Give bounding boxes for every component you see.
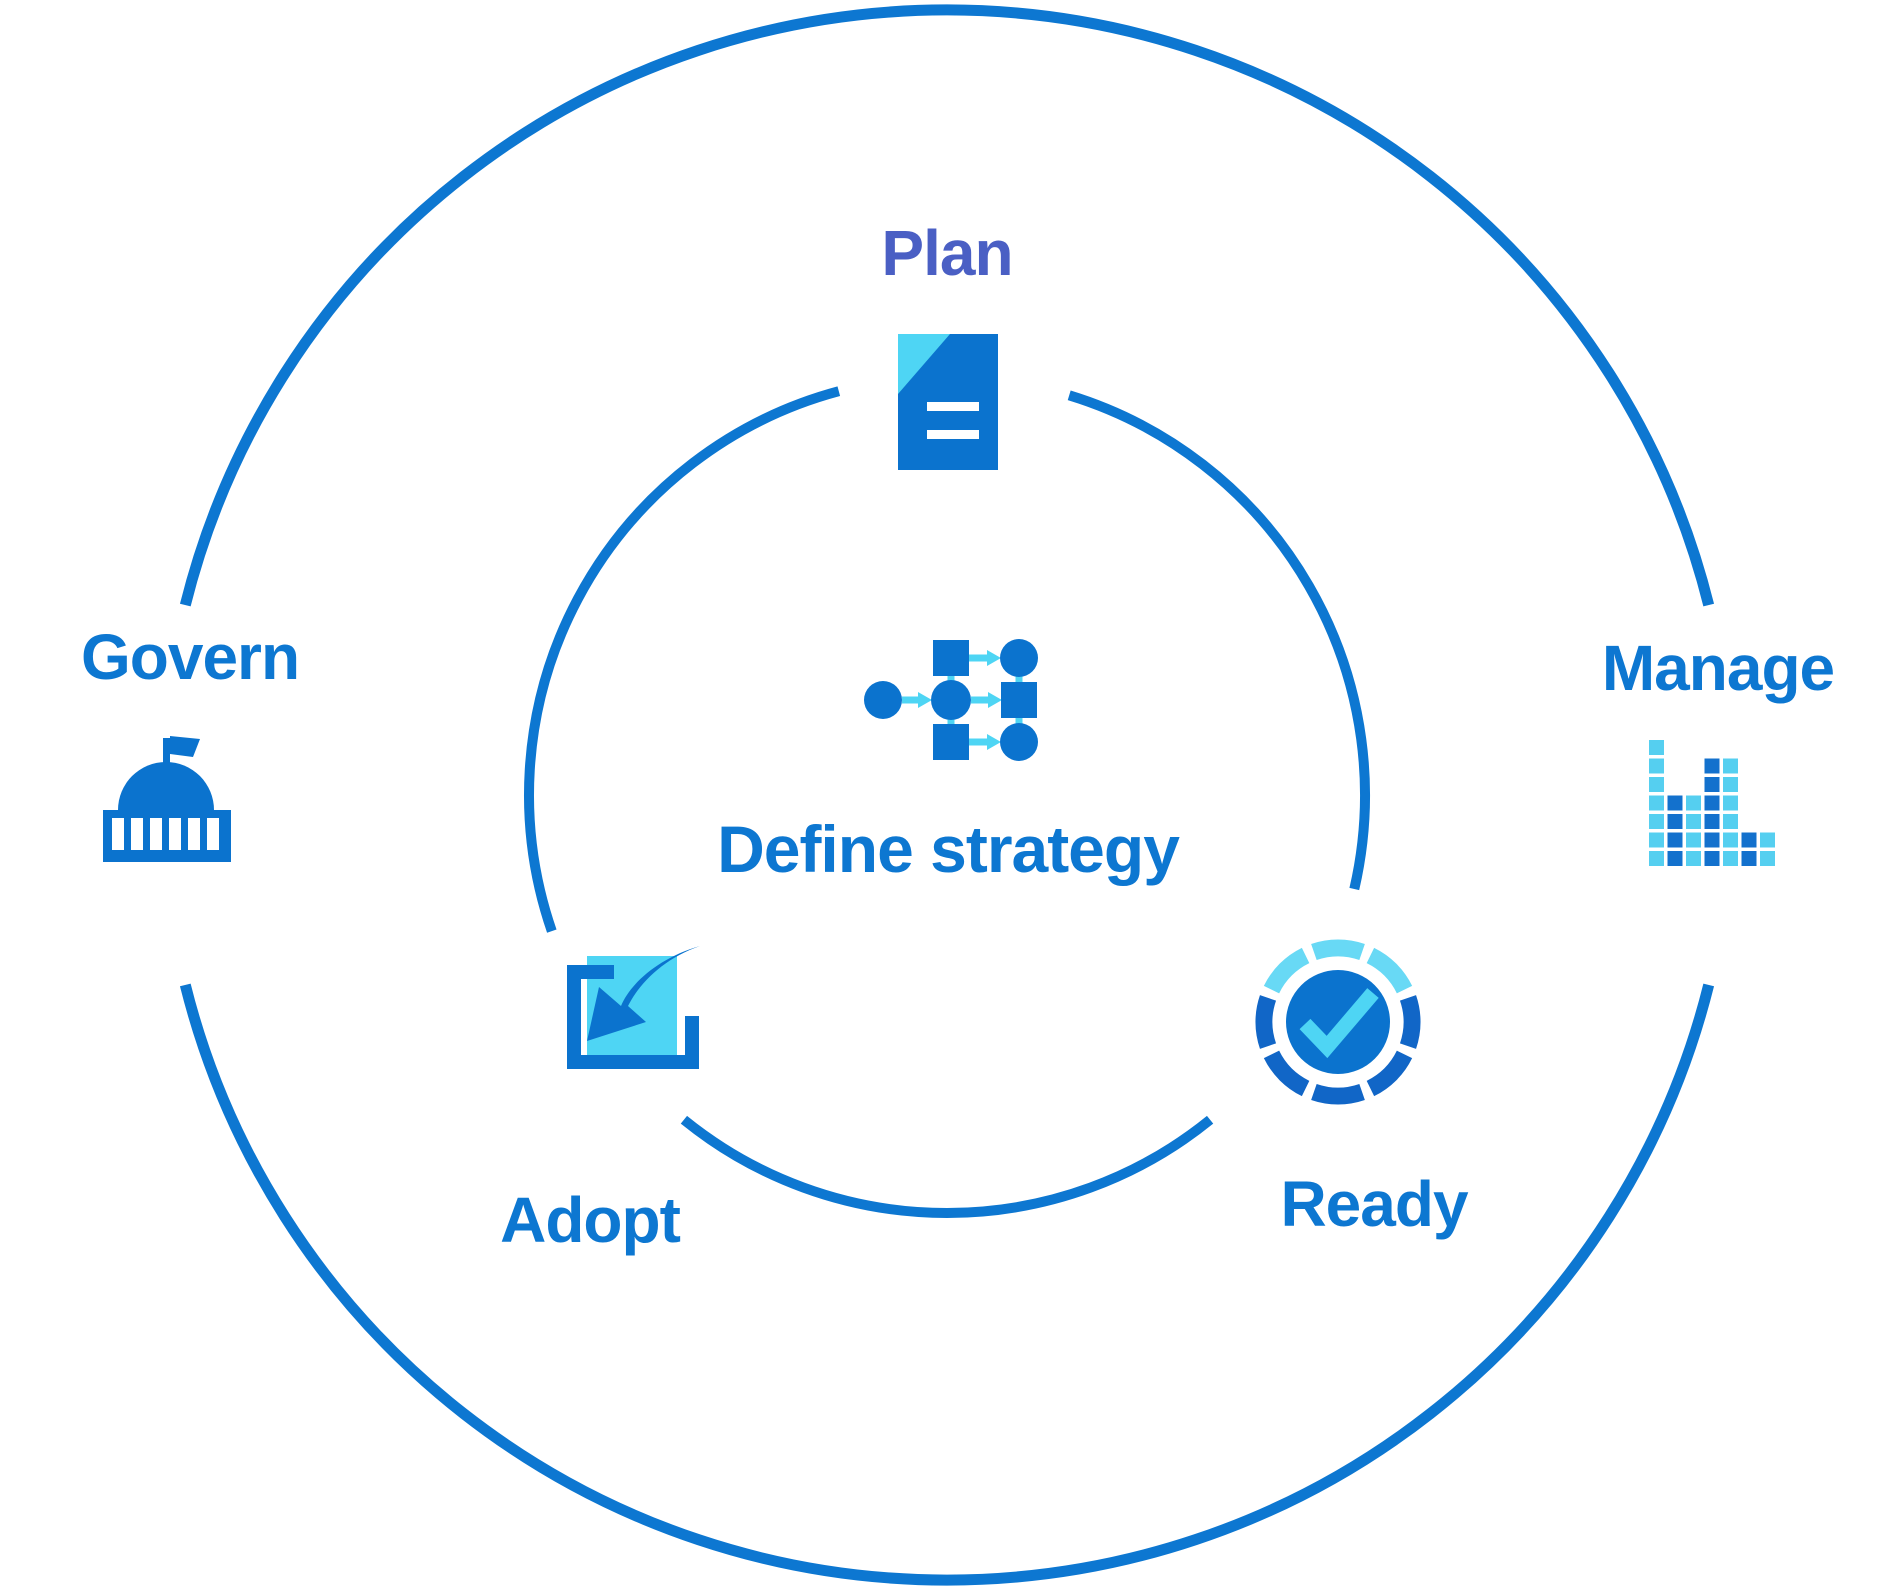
flowchart-nodes: [864, 639, 1038, 761]
capitol-icon: [103, 736, 231, 862]
swoosh-check: [587, 946, 700, 1041]
label-ready: Ready: [1280, 1168, 1468, 1240]
ready-ring: [1255, 939, 1421, 1105]
check-badge-icon: [1255, 939, 1421, 1105]
flowchart-arrowheads: [918, 650, 1002, 750]
label-manage: Manage: [1601, 632, 1835, 704]
equalizer-icon: [1649, 740, 1775, 866]
inner-circle: [524, 386, 1370, 1218]
outer-circle: [179, 4, 1715, 1586]
label-adopt: Adopt: [500, 1184, 681, 1256]
label-govern: Govern: [80, 621, 300, 693]
flowchart-icon: [864, 639, 1038, 761]
check-icon: [1299, 988, 1379, 1059]
checkbox-swoosh-icon: [567, 946, 700, 1069]
document-icon: [898, 334, 998, 470]
capitol-columns: [112, 818, 219, 850]
label-define-strategy: Define strategy: [717, 812, 1180, 886]
label-plan: Plan: [881, 217, 1013, 289]
